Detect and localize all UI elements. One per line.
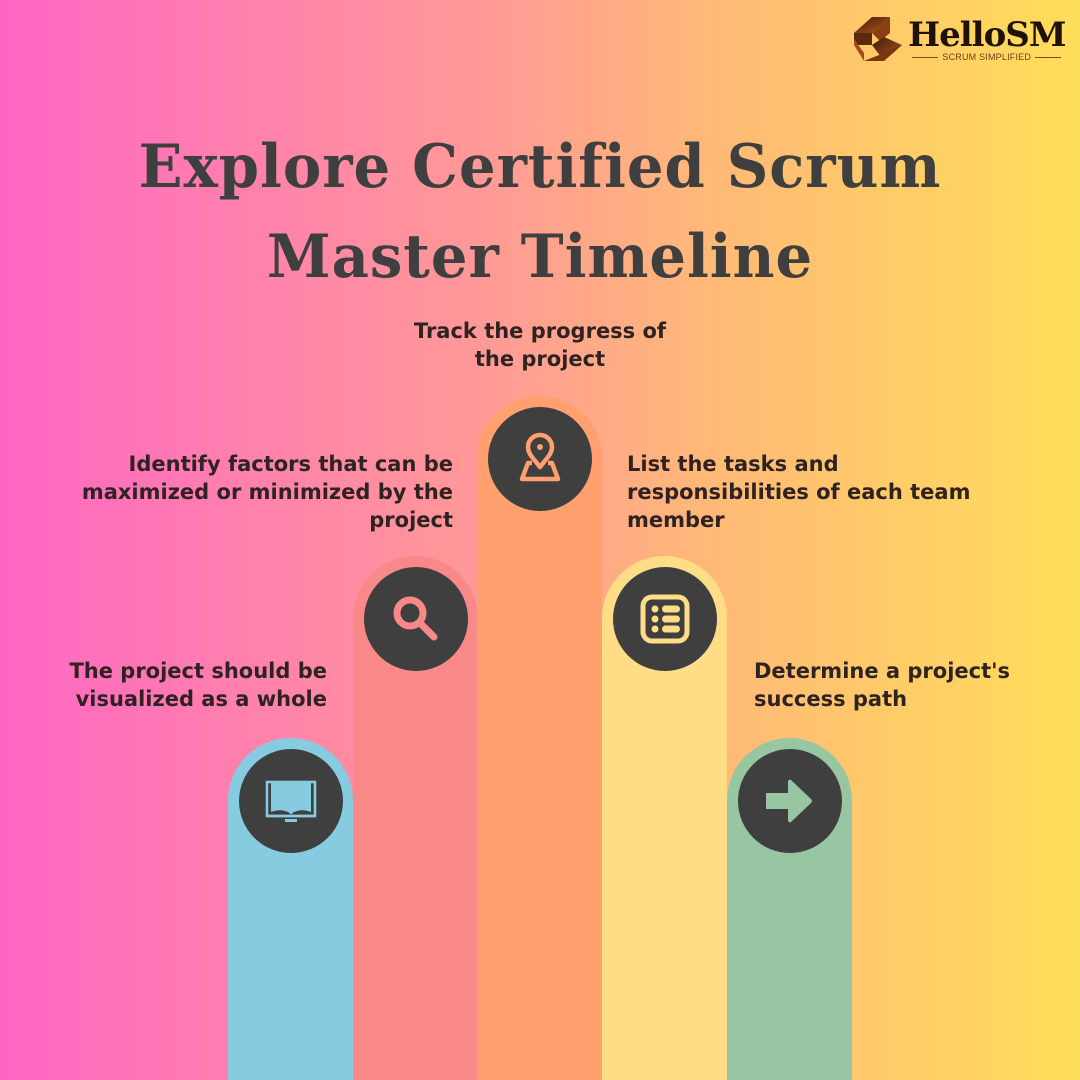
step-4-icon-circle	[613, 567, 717, 671]
title-line-1: Explore Certified Scrum	[138, 132, 942, 202]
timeline-step-4-pillar	[602, 556, 727, 1080]
timeline-step-3-pillar	[477, 396, 602, 1080]
logo-mark-icon	[854, 17, 902, 61]
step-3-label: Track the progress of the project	[413, 319, 667, 371]
divider	[1035, 56, 1062, 58]
step-1-label: The project should be visualized as a wh…	[69, 659, 327, 711]
step-5-icon-circle	[738, 749, 842, 853]
arrow-right-icon	[766, 779, 812, 823]
step-2-icon-circle	[364, 567, 468, 671]
step-4-label: List the tasks and responsibilities of e…	[627, 452, 971, 532]
timeline-step-5-pillar	[727, 738, 852, 1080]
page-title: Explore Certified Scrum Master Timeline	[0, 122, 1080, 302]
step-5-label: Determine a project's success path	[754, 659, 1011, 711]
logo-name: HelloSM	[908, 15, 1066, 55]
divider	[912, 56, 939, 58]
magnifying-glass-icon	[393, 596, 438, 641]
logo-tagline: SCRUM SIMPLIFIED	[942, 52, 1032, 62]
step-3-icon-circle	[488, 407, 592, 511]
title-line-2: Master Timeline	[266, 222, 814, 292]
location-map-pin-icon	[519, 432, 561, 482]
open-book-icon	[265, 780, 317, 822]
step-2-label: Identify factors that can be maximized o…	[81, 452, 453, 532]
step-1-icon-circle	[239, 749, 343, 853]
list-icon	[640, 594, 690, 644]
timeline-step-1-pillar	[228, 738, 353, 1080]
hellosm-logo: HelloSM SCRUM SIMPLIFIED	[850, 8, 1075, 70]
timeline-step-2-pillar	[353, 556, 478, 1080]
